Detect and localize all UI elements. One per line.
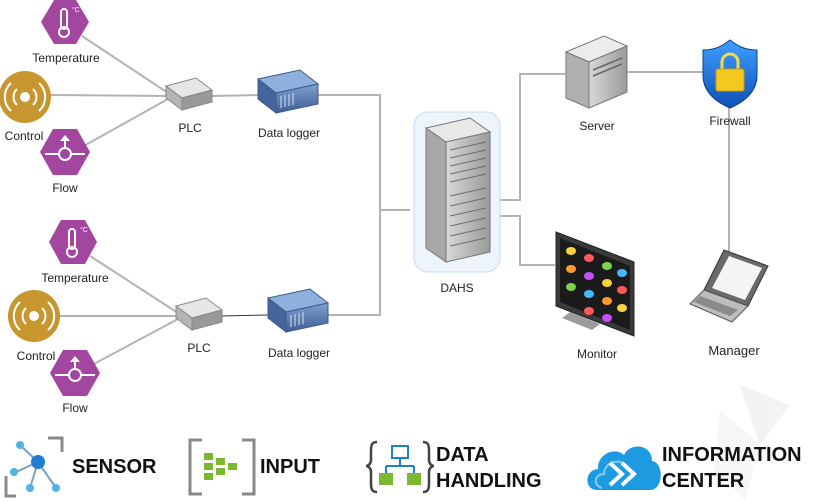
flow-sensor-2: Flow [50, 350, 100, 415]
firewall: Firewall [702, 39, 758, 128]
plc-label: PLC [178, 121, 202, 135]
legend-information-center-line2: CENTER [662, 470, 745, 492]
manager-label: Manager [708, 343, 760, 358]
legend-information-center-line1: INFORMATION [662, 444, 802, 466]
data-logger-2: Data logger [266, 288, 330, 360]
dahs: DAHS [413, 111, 501, 295]
input-bracket-icon [188, 438, 256, 496]
server-label: Server [579, 119, 614, 133]
flow-label: Flow [62, 401, 88, 415]
thermometer-icon [49, 220, 97, 264]
monitor-label: Monitor [577, 347, 617, 361]
data-logger-icon [275, 83, 319, 114]
cloud-forward-icon [587, 446, 661, 490]
temperature-label: Temperature [41, 271, 109, 285]
manager: Manager [689, 249, 769, 358]
legend-sensor-label: SENSOR [72, 456, 157, 478]
temperature-sensor-2: °C Temperature [41, 220, 109, 285]
information-center-legend-icon [587, 446, 661, 490]
plc-2: PLC [174, 297, 224, 355]
hierarchy-icon [365, 440, 435, 494]
sensor-legend-icon [4, 436, 64, 498]
video-wall-tiles [566, 247, 627, 322]
sensor-network-icon [4, 436, 64, 498]
plc-1: PLC [164, 77, 214, 135]
data-logger-label: Data logger [258, 126, 320, 140]
control-sensor-1: Control [0, 71, 51, 143]
control-label: Control [17, 349, 56, 363]
server-tower-icon [588, 45, 628, 109]
connector-line [219, 314, 270, 317]
background-decoration [715, 385, 790, 500]
data-logger-label: Data logger [268, 346, 330, 360]
svg-text:°C: °C [80, 226, 88, 234]
firewall-label: Firewall [709, 114, 750, 128]
legend-data-handling-line1: DATA [436, 444, 489, 466]
plc-device-icon [191, 309, 223, 331]
connector-lines [49, 35, 730, 366]
plc-device-icon [181, 89, 213, 111]
control-label: Control [5, 129, 44, 143]
control-sensor-2: Control [8, 290, 60, 363]
data-logger-icon [285, 302, 329, 333]
flow-label: Flow [52, 181, 78, 195]
legend-input-label: INPUT [260, 456, 320, 478]
monitor: Monitor [555, 231, 635, 361]
dahs-label: DAHS [440, 281, 473, 295]
flow-sensor-1: Flow [40, 129, 90, 195]
svg-text:°C: °C [72, 6, 80, 14]
thermometer-icon [41, 0, 89, 44]
data-handling-legend-icon [365, 440, 435, 494]
legend-data-handling-line2: HANDLING [436, 470, 542, 492]
data-logger-1: Data logger [256, 69, 320, 140]
plc-label: PLC [187, 341, 211, 355]
temperature-sensor-1: °C Temperature [32, 0, 100, 65]
temperature-label: Temperature [32, 51, 100, 65]
input-legend-icon [188, 438, 256, 496]
server: Server [564, 35, 629, 133]
